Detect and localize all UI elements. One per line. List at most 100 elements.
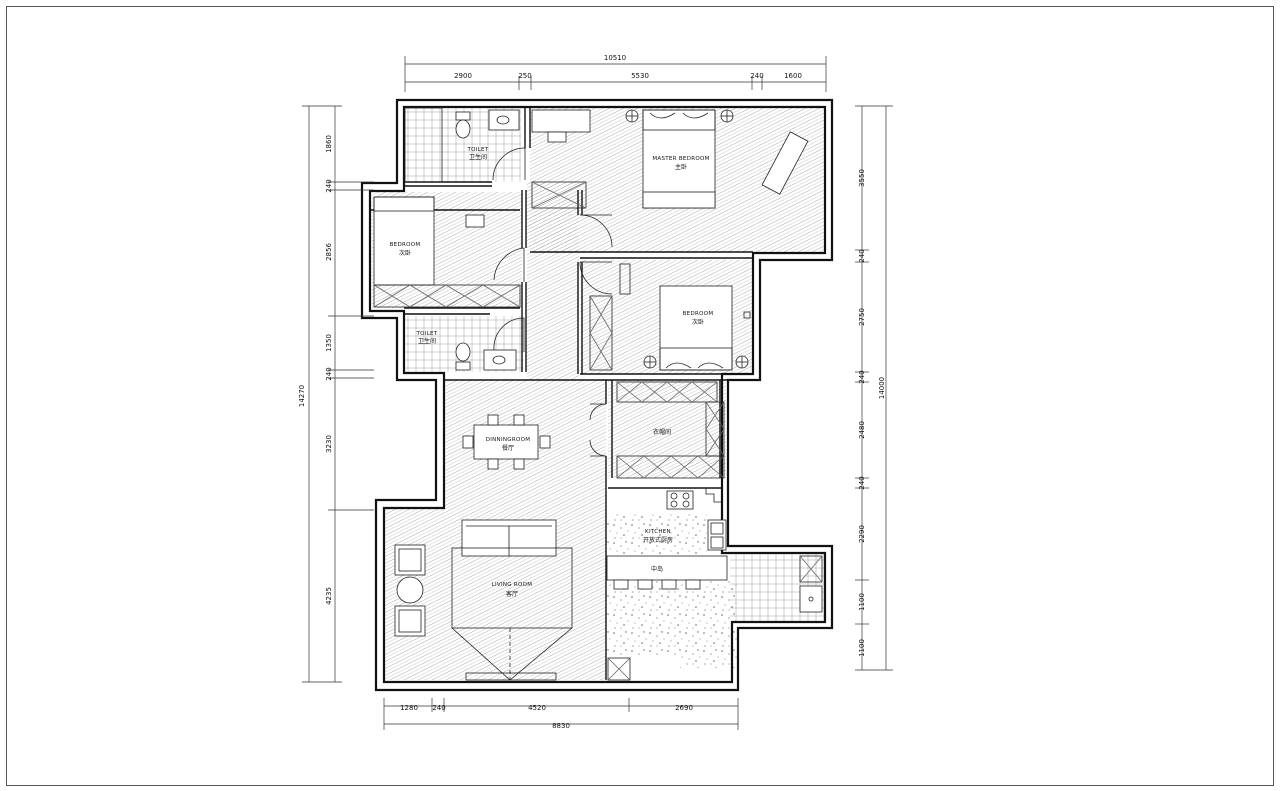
right-overall-dim: 14000 <box>878 377 886 399</box>
bedroom-right-label-cn: 次卧 <box>692 318 704 326</box>
partitions <box>370 107 753 680</box>
inner-wall <box>368 105 827 684</box>
kitchen-sink <box>707 519 727 551</box>
burner-icon <box>682 492 690 500</box>
bar-stool <box>661 579 677 590</box>
top-dim-2: 250 <box>518 72 531 80</box>
desk <box>531 109 591 133</box>
balcony-cabinet <box>607 657 631 681</box>
bed-right <box>659 285 733 371</box>
bar-stool <box>637 579 653 590</box>
left-dim-4: 1350 <box>325 334 333 352</box>
wardrobe <box>531 181 587 209</box>
door-bedroom-right <box>579 261 613 295</box>
right-dim-9: 1100 <box>858 639 866 657</box>
dimension-values: 10510 2900 250 5530 240 1600 1280 240 45… <box>298 54 886 730</box>
walls <box>360 98 834 692</box>
bedroom-left-label-cn: 次卧 <box>399 249 411 257</box>
bar-stool <box>613 579 629 590</box>
left-dim-2: 240 <box>325 179 333 192</box>
bottom-dim-3: 4520 <box>528 704 546 712</box>
toilet-left-label-en: TOILET <box>415 331 437 337</box>
left-dim-3: 2856 <box>325 243 333 261</box>
sheet-border <box>6 6 1274 786</box>
doors <box>492 147 613 457</box>
right-dim-3: 2750 <box>858 308 866 326</box>
kitchen-label-en: KITCHEN <box>645 529 671 535</box>
right-dim-8: 1100 <box>858 593 866 611</box>
washing-machine <box>799 555 823 583</box>
tv-cabinet <box>465 672 557 681</box>
dining-chair <box>513 458 525 470</box>
dining-chair <box>487 458 499 470</box>
stove <box>666 490 694 510</box>
left-overall-dim: 14270 <box>298 385 306 407</box>
cloakroom-label: 衣帽间 <box>653 428 671 436</box>
toilet-left-wc <box>455 361 471 371</box>
bar-stool <box>685 579 701 590</box>
top-dim-5: 1600 <box>784 72 802 80</box>
left-dim-6: 3230 <box>325 435 333 453</box>
bottom-overall-dim: 8830 <box>552 722 570 730</box>
bedroom-left-label-en: BEDROOM <box>390 242 421 248</box>
bottom-dim-2: 240 <box>432 704 445 712</box>
wardrobe-left <box>373 284 521 308</box>
burner-icon <box>670 492 678 500</box>
bed-left <box>373 196 435 286</box>
toilet-left-label-cn: 卫生间 <box>418 337 436 345</box>
armchair <box>394 605 426 637</box>
toilet-top-label-cn: 卫生间 <box>469 153 487 161</box>
furniture <box>373 107 823 681</box>
dimension-lines <box>302 56 893 730</box>
toilet-top-label-en: TOILET <box>466 147 488 153</box>
dining-chair <box>513 414 525 426</box>
dining-chair <box>462 435 474 449</box>
lounge-chair <box>761 131 809 195</box>
burner-icon <box>682 500 690 508</box>
top-dim-1: 2900 <box>454 72 472 80</box>
left-dim-1: 1860 <box>325 135 333 153</box>
toilet-top-wc <box>455 111 471 121</box>
armchair <box>394 544 426 576</box>
right-dim-2: 240 <box>858 249 866 262</box>
balcony-floor <box>607 580 738 668</box>
right-dim-6: 240 <box>858 476 866 489</box>
shower-area <box>404 107 443 183</box>
right-dim-1: 3550 <box>858 169 866 187</box>
top-overall-dim: 10510 <box>604 54 626 62</box>
left-dim-5: 240 <box>325 367 333 380</box>
outer-wall <box>360 98 834 692</box>
living-label-cn: 客厅 <box>506 590 518 598</box>
toilet-left-basin <box>483 349 517 371</box>
top-dim-3: 5530 <box>631 72 649 80</box>
living-rug <box>451 547 573 629</box>
kitchen-island <box>606 555 728 581</box>
burner-icon <box>670 500 678 508</box>
bottom-dim-4: 2690 <box>675 704 693 712</box>
door-master <box>579 214 613 248</box>
laundry-basin <box>799 585 823 613</box>
floor-fills <box>372 108 825 680</box>
kitchen-counter-floor <box>607 514 707 554</box>
toilet-top-basin <box>488 109 520 131</box>
bedroom-right-label-en: BEDROOM <box>683 311 714 317</box>
right-dim-5: 2480 <box>858 421 866 439</box>
right-dim-4: 240 <box>858 370 866 383</box>
dining-label-cn: 餐厅 <box>502 444 514 452</box>
corridor-top-floor <box>527 182 581 216</box>
kitchen-label-cn: 开放式厨房 <box>643 536 673 544</box>
top-dim-4: 240 <box>750 72 763 80</box>
dining-chair <box>487 414 499 426</box>
master-bedroom-label-en: MASTER BEDROOM <box>652 156 709 162</box>
corridor-floor <box>527 215 579 380</box>
side-table <box>396 576 424 604</box>
bottom-dim-1: 1280 <box>400 704 418 712</box>
living-label-en: LIVING ROOM <box>492 582 533 588</box>
dining-chair <box>539 435 551 449</box>
door-toilet-top <box>492 147 526 181</box>
island-label: 中岛 <box>651 565 663 573</box>
dining-table <box>473 424 539 460</box>
master-bedroom-label-cn: 主卧 <box>675 163 687 171</box>
dining-label-en: DINNINGROOM <box>486 437 531 443</box>
